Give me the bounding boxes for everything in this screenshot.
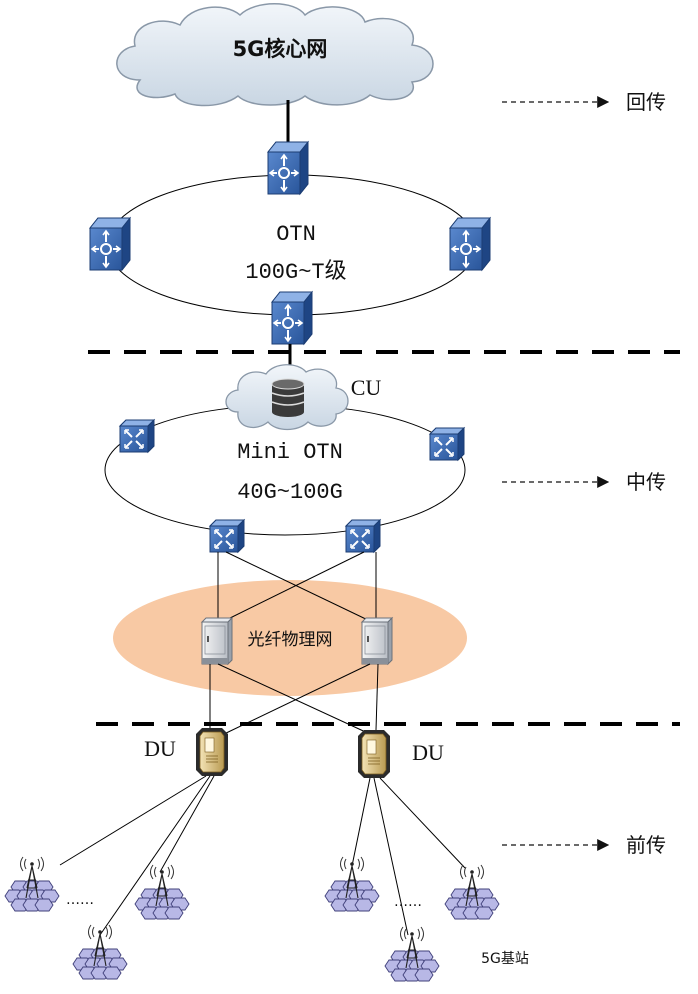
otn-switch-top	[267, 141, 309, 195]
backhaul-label: 回传	[626, 90, 666, 114]
otn-capacity: 100G~T级	[245, 259, 346, 285]
cabinet-right	[361, 617, 393, 665]
fronthaul-links	[59, 775, 466, 936]
ellipsis-right: ……	[394, 894, 422, 910]
core-label: 5G核心网	[233, 37, 328, 61]
cu-cloud	[225, 364, 349, 431]
base-station-2	[73, 925, 127, 979]
mini-otn-capacity: 40G~100G	[237, 480, 343, 505]
mini-otn-label: Mini OTN	[237, 440, 343, 465]
fiber-network-area	[113, 580, 467, 696]
base-station-4	[325, 857, 379, 911]
du-left	[195, 727, 229, 777]
cabinet-left	[201, 617, 233, 665]
midhaul-links	[217, 551, 377, 623]
core-cloud	[116, 3, 434, 107]
base-station-6	[445, 865, 499, 919]
fronthaul-label: 前传	[626, 833, 666, 857]
otn-switch-left	[89, 217, 131, 271]
midhaul-label: 中传	[626, 470, 666, 494]
base-station-5	[385, 927, 439, 981]
otn-switch-right	[449, 217, 491, 271]
cu-label: CU	[351, 375, 382, 400]
mini-otn-switch-left	[119, 419, 155, 453]
base-station-label: 5G基站	[481, 950, 529, 967]
otn-label: OTN	[276, 222, 316, 247]
ellipsis-left: ……	[66, 892, 94, 908]
mini-otn-switch-right	[429, 427, 465, 461]
du-left-label: DU	[144, 736, 176, 761]
fiber-label: 光纤物理网	[248, 630, 333, 650]
du-right	[357, 729, 391, 779]
mini-otn-switch-bottom-left	[209, 519, 245, 553]
mini-otn-switch-bottom-right	[345, 519, 381, 553]
base-station-1	[5, 857, 59, 911]
du-right-label: DU	[412, 740, 444, 765]
otn-switch-bottom	[271, 291, 313, 345]
